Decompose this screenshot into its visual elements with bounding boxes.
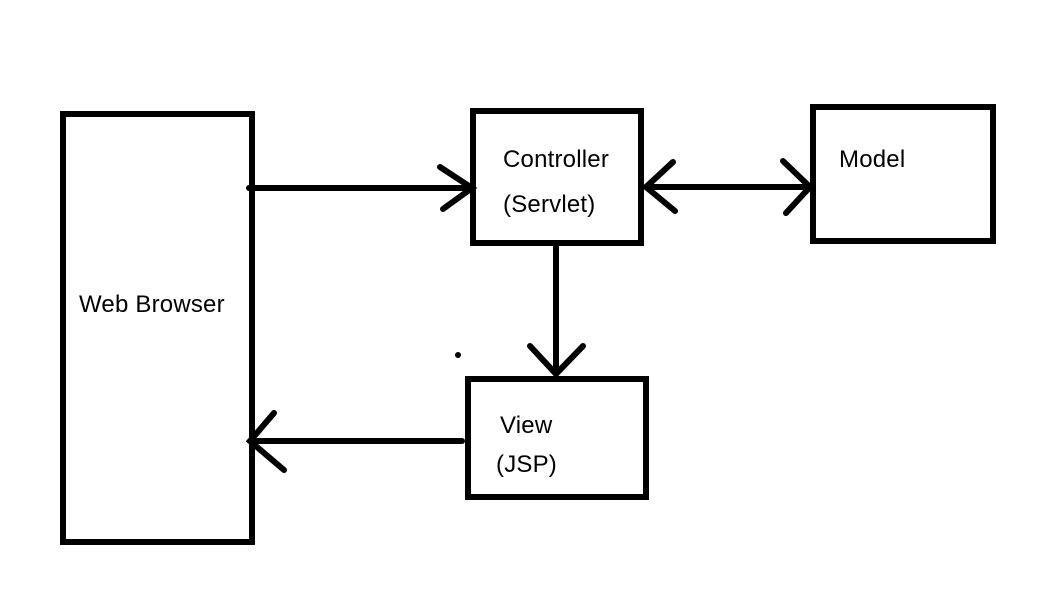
arrow-controller-to-view — [527, 244, 586, 379]
arrow-browser-to-controller — [246, 164, 478, 212]
arrowhead-right — [780, 158, 815, 216]
node-model-box — [810, 104, 996, 244]
arrowhead-down — [527, 343, 586, 379]
node-view-label-line1: View — [500, 412, 553, 439]
node-view-box — [465, 376, 649, 500]
node-controller-label-line2: (Servlet) — [503, 191, 596, 218]
arrowhead-left — [245, 410, 287, 473]
arrow-view-to-browser — [245, 410, 465, 473]
node-controller-label-line1: Controller — [503, 146, 610, 173]
node-web-browser-box — [60, 111, 255, 545]
node-model-label: Model — [839, 146, 906, 173]
arrowhead-left — [641, 159, 678, 214]
arrowhead-right — [437, 164, 478, 212]
node-controller-box — [470, 108, 644, 246]
stray-ink-dot — [455, 352, 461, 358]
node-web-browser-label: Web Browser — [79, 291, 225, 318]
node-view-label-line2: (JSP) — [496, 451, 557, 478]
arrow-controller-model-bidirectional — [641, 158, 815, 216]
